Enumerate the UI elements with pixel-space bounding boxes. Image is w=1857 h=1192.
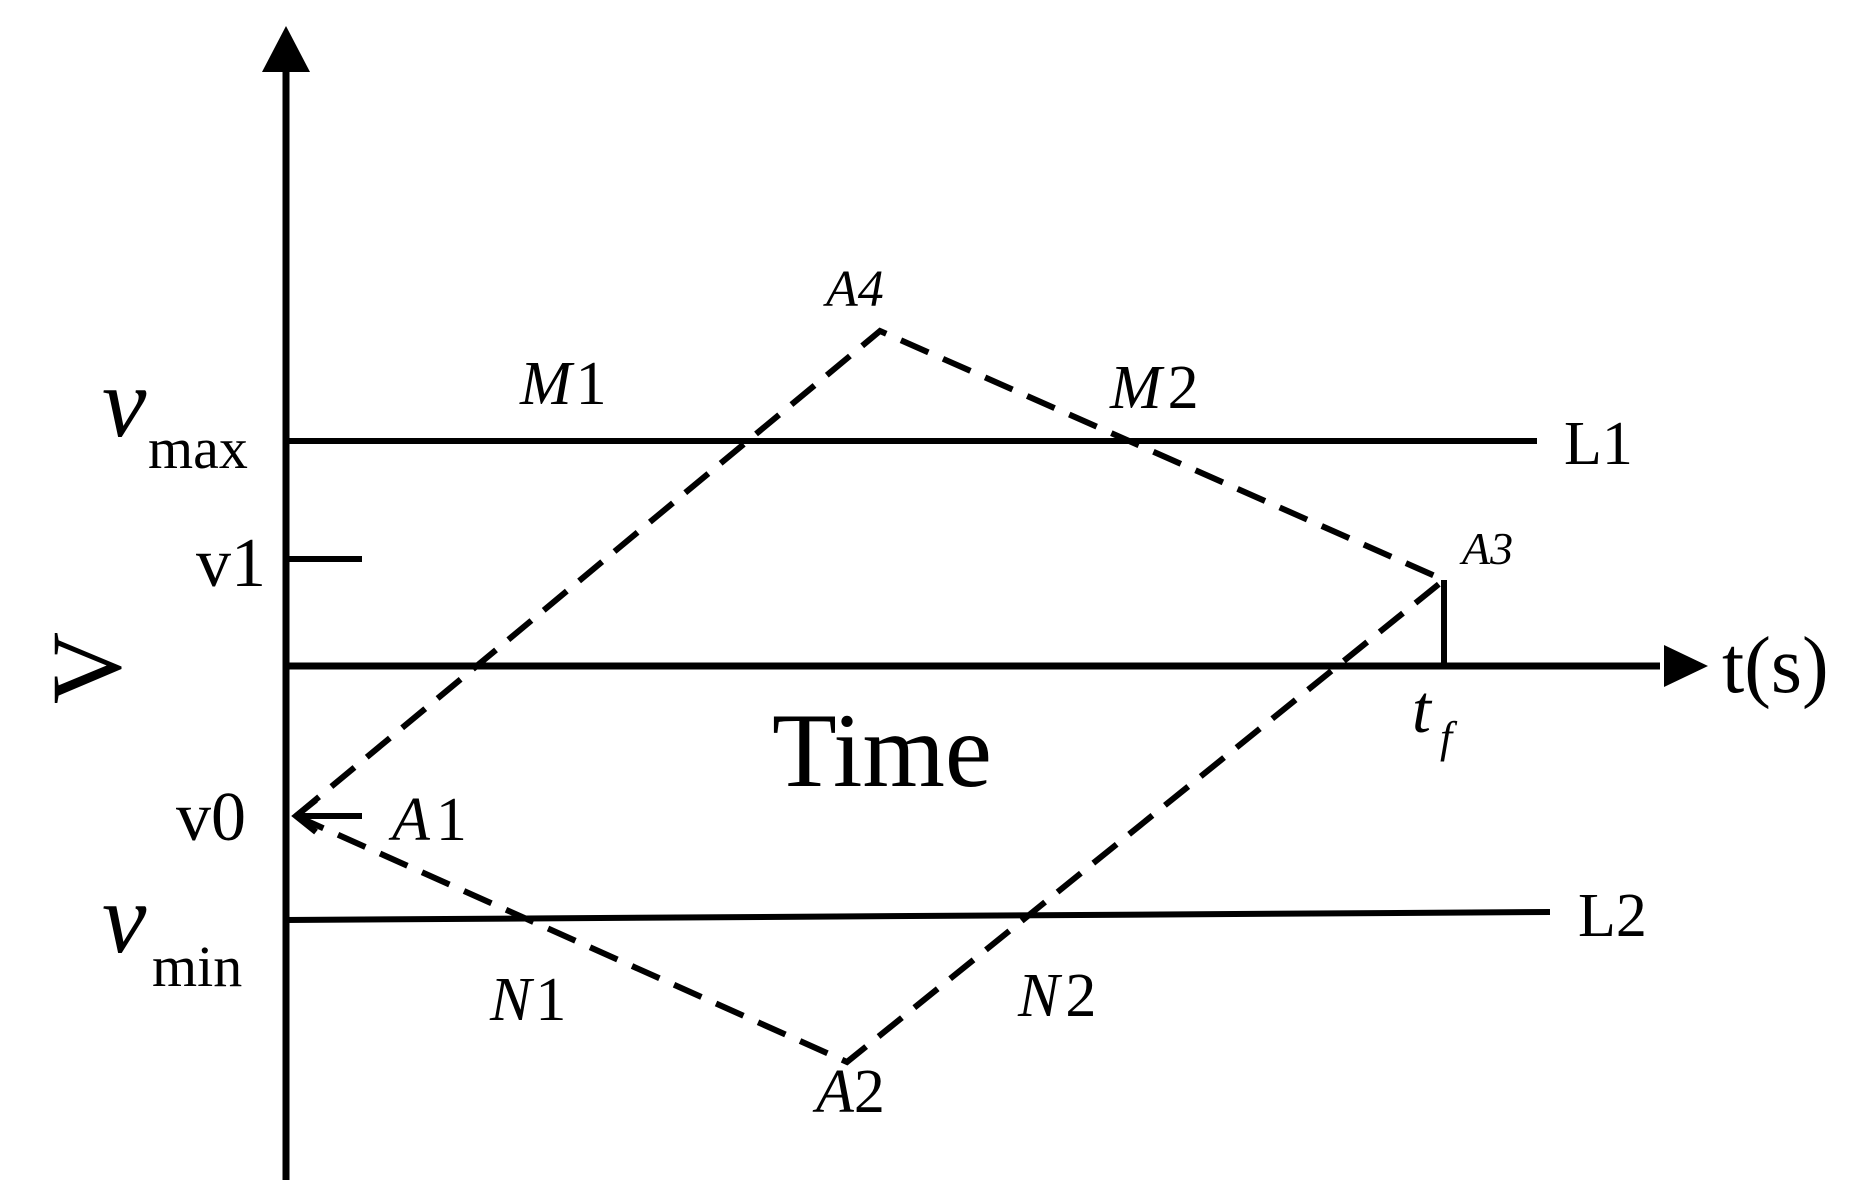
lower-dashed-path — [294, 577, 1446, 1066]
point-label-a3: A3 — [1459, 523, 1513, 574]
point-label-a2: A2 — [812, 1058, 885, 1126]
y-axis-label: V — [31, 632, 142, 704]
vmax-label-main: v — [102, 347, 147, 458]
limit-line-l2 — [285, 909, 1551, 923]
vmin-label-sub: min — [152, 934, 242, 999]
v0-label: v0 — [176, 779, 246, 856]
vmin-label-main: v — [102, 863, 147, 974]
vmax-label-sub: max — [148, 416, 248, 481]
point-label-m1: M1 — [519, 350, 607, 418]
upper-dashed-path — [294, 327, 1446, 819]
time-label: Time — [772, 692, 992, 809]
point-label-a1: A1 — [388, 786, 467, 854]
point-label-a4: A4 — [823, 261, 884, 318]
tf-label-sub: f — [1440, 713, 1458, 762]
y-axis-arrow-icon — [262, 26, 310, 72]
point-label-n2: N2 — [1017, 962, 1096, 1030]
point-label-n1: N1 — [489, 966, 566, 1034]
v1-label: v1 — [196, 525, 266, 602]
l2-label: L2 — [1578, 882, 1647, 950]
l1-label: L1 — [1564, 410, 1633, 478]
point-label-m2: M2 — [1109, 354, 1199, 422]
x-axis-label: t(s) — [1722, 622, 1829, 710]
tf-label-main: t — [1412, 671, 1433, 747]
x-axis-arrow-icon — [1664, 645, 1708, 687]
